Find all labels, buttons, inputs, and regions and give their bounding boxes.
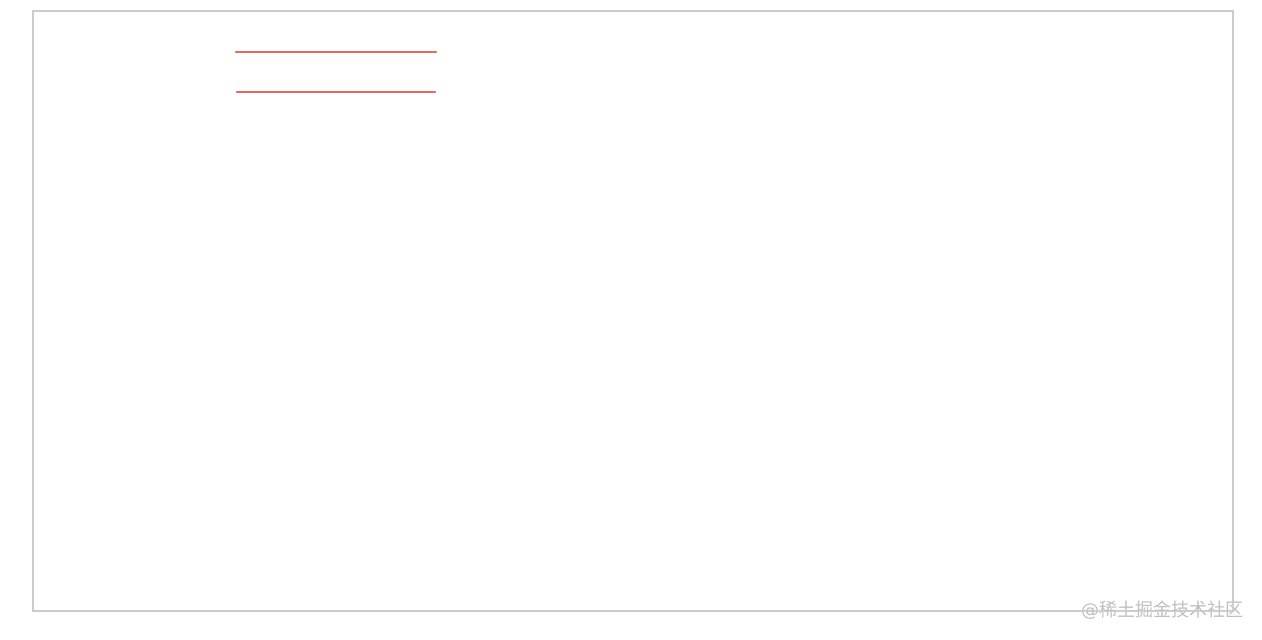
watermark-text: @稀土掘金技术社区: [1081, 600, 1243, 621]
red-line: [235, 51, 437, 53]
red-line: [236, 91, 436, 93]
canvas-frame: [32, 10, 1234, 612]
